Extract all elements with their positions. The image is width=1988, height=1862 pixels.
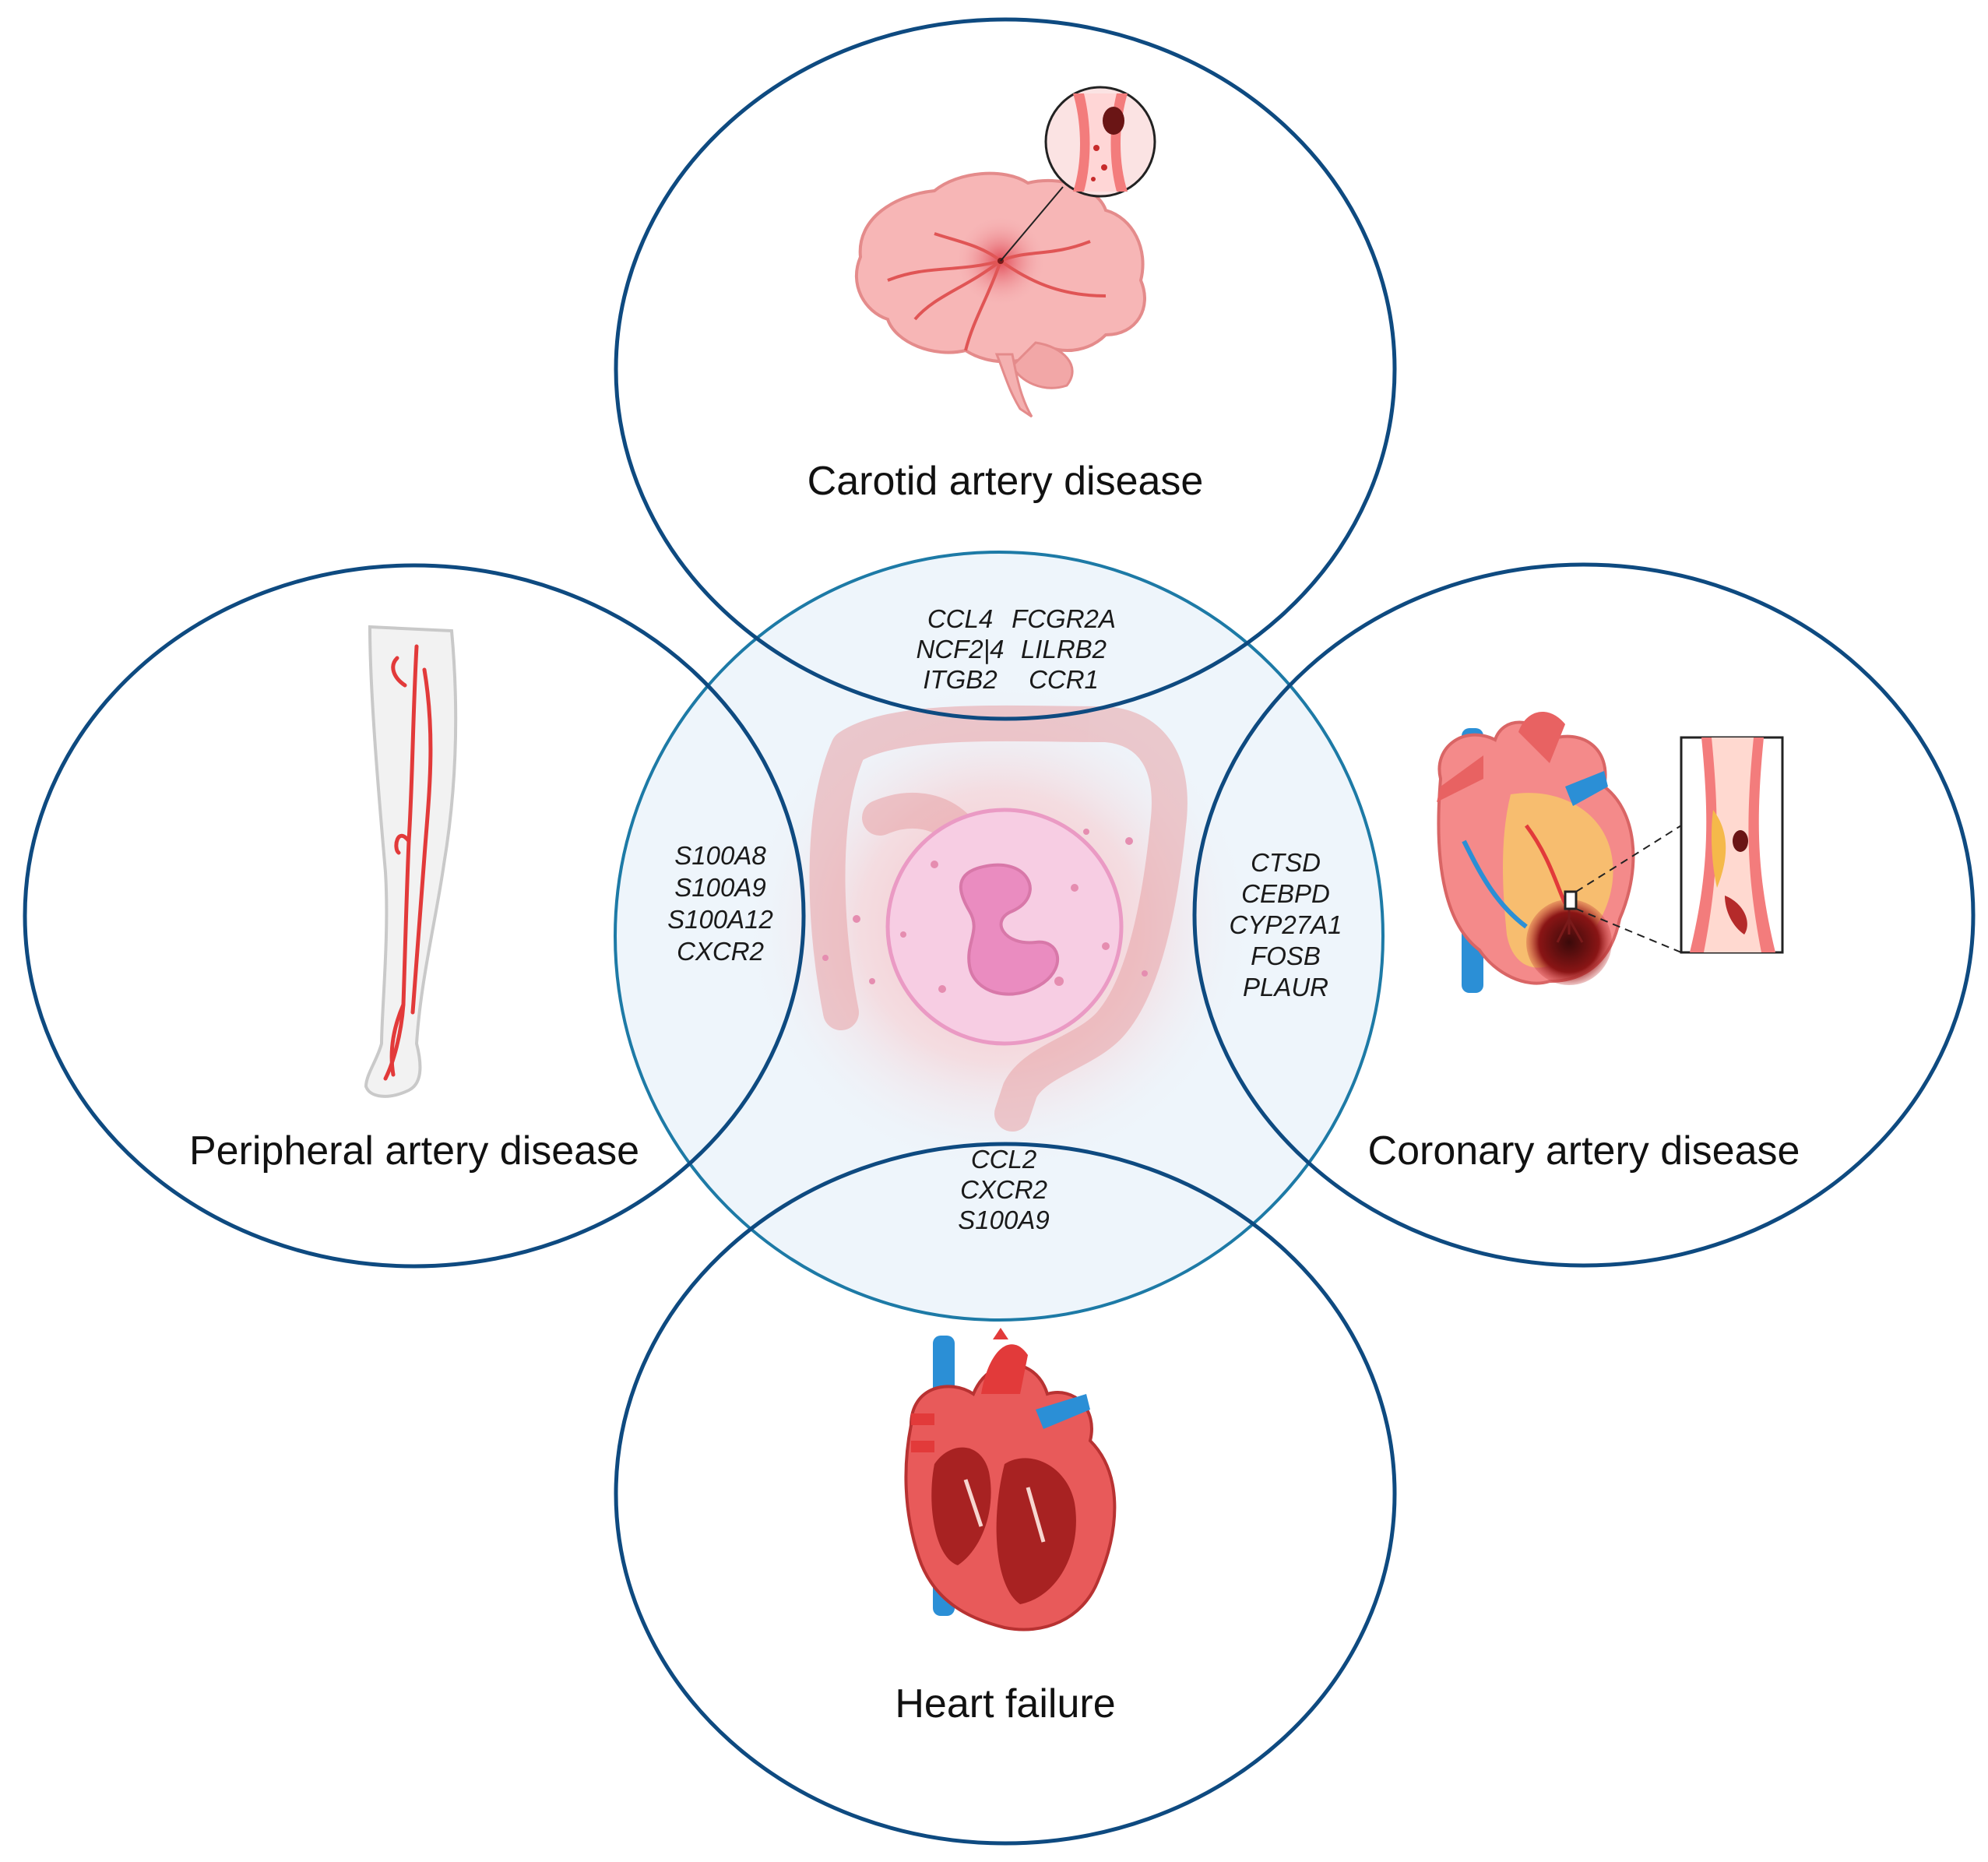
gene-label: FOSB (1251, 942, 1321, 970)
gene-label: S100A9 (674, 873, 765, 902)
gene-label: CXCR2 (677, 937, 764, 966)
carotid-circle (614, 17, 1397, 721)
gene-label: CXCR2 (960, 1175, 1047, 1204)
gene-label: CCR1 (1029, 665, 1099, 694)
carotid-title: Carotid artery disease (808, 459, 1204, 504)
heart-failure-circle (614, 1142, 1397, 1846)
gene-label: FCGR2A (1012, 604, 1116, 633)
neutrophil-over-intestine-icon (742, 678, 1256, 1176)
gene-label: CCL2 (971, 1145, 1036, 1174)
peripheral-circle (23, 563, 806, 1269)
gene-label: CEBPD (1241, 879, 1330, 908)
gene-label: CCL4 (927, 604, 993, 633)
gene-label: NCF2|4 (916, 635, 1004, 663)
gene-label: CYP27A1 (1230, 910, 1342, 939)
heart-failure-title: Heart failure (895, 1681, 1115, 1726)
coronary-circle (1192, 562, 1976, 1268)
brain-with-blocked-artery-icon (855, 86, 1156, 418)
peripheral-title: Peripheral artery disease (189, 1128, 639, 1174)
gene-label: PLAUR (1243, 973, 1328, 1001)
gene-label: CTSD (1251, 848, 1321, 877)
leg-arteries-icon (364, 625, 458, 1098)
coronary-title: Coronary artery disease (1368, 1128, 1800, 1174)
gene-label: S100A9 (958, 1206, 1049, 1234)
heart-with-plaque-icon (1437, 711, 1784, 993)
gene-label: S100A8 (674, 841, 766, 870)
gene-label: LILRB2 (1021, 635, 1107, 663)
gene-label: S100A12 (667, 905, 773, 934)
heart-cross-section-icon (904, 1328, 1117, 1631)
gene-label: ITGB2 (923, 665, 997, 694)
